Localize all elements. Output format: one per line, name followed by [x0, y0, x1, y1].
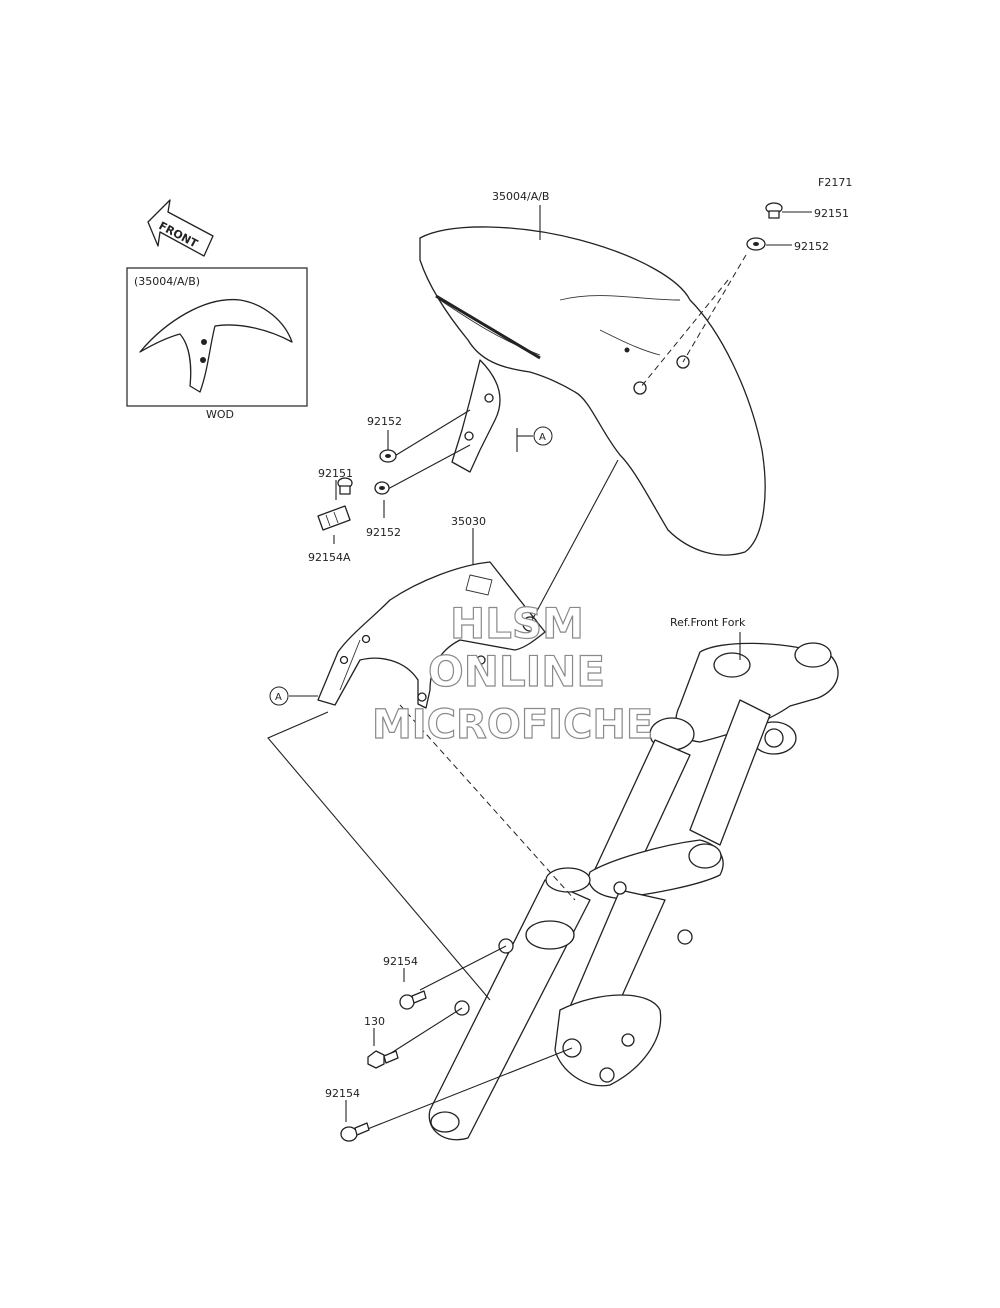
inset-fender-icon — [139, 298, 293, 393]
bolt-92151-left-icon — [337, 477, 353, 495]
washer-92152-left-top-icon — [379, 449, 397, 463]
svg-text:A: A — [275, 692, 282, 703]
bolt-92154-lower-icon — [340, 1122, 370, 1142]
inset-caption: WOD — [206, 408, 234, 421]
watermark-line-3: MICROFICHE — [372, 702, 653, 748]
marker-a-bracket: A — [269, 686, 289, 706]
washer-92152-top-icon — [746, 237, 766, 251]
callout-left-bolt: 92151 — [318, 467, 353, 480]
callout-tr-bolt: 92151 — [814, 207, 849, 220]
washer-92152-left-bottom-icon — [374, 481, 390, 495]
callout-fender: 35004/A/B — [492, 190, 549, 203]
front-fork — [428, 642, 839, 1141]
watermark-line-1: HLSM — [450, 599, 584, 648]
callout-left-washer-bottom: 92152 — [366, 526, 401, 539]
inset-title: (35004/A/B) — [134, 275, 200, 288]
fasteners — [317, 202, 783, 1142]
svg-text:A: A — [539, 432, 546, 443]
inset-box: (35004/A/B) WOD — [126, 267, 308, 421]
leader-lines — [267, 205, 812, 1131]
bolt-92154-upper-icon — [399, 990, 427, 1010]
fender-bracket — [317, 561, 546, 709]
marker-a-fender: A — [533, 426, 553, 446]
front-fender — [419, 226, 766, 556]
callout-left-washer-top: 92152 — [367, 415, 402, 428]
callout-bottom-bolt-1: 92154 — [383, 955, 418, 968]
pin-92154a-icon — [317, 505, 351, 531]
bolt-92151-top-icon — [765, 202, 783, 219]
bolt-130-icon — [367, 1050, 399, 1069]
watermark: HLSM ONLINE MICROFICHE — [371, 598, 653, 748]
callout-bottom-bolt-2: 130 — [364, 1015, 385, 1028]
ref-front-fork-label: Ref.Front Fork — [670, 616, 746, 629]
figure-code: F2171 — [818, 176, 852, 189]
watermark-line-2: ONLINE — [428, 647, 605, 696]
front-arrow-icon: FRONT — [147, 199, 214, 257]
callout-left-pin: 92154A — [308, 551, 351, 564]
callout-bracket: 35030 — [451, 515, 486, 528]
callout-tr-washer: 92152 — [794, 240, 829, 253]
callout-bottom-bolt-3: 92154 — [325, 1087, 360, 1100]
